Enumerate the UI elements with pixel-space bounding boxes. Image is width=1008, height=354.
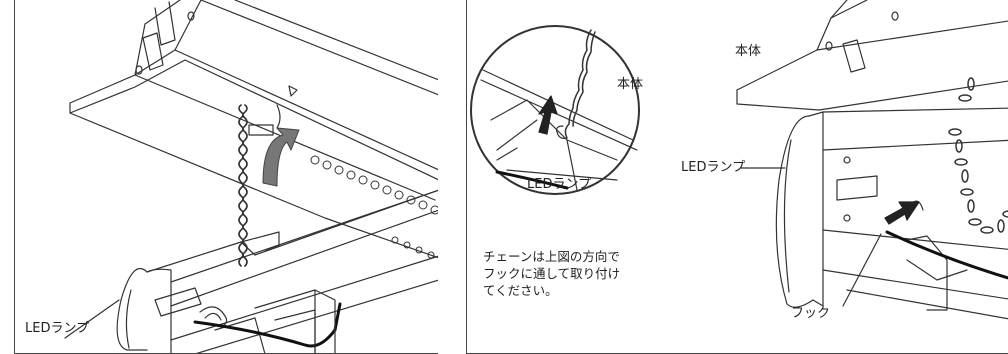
left-fixture-drawing	[64, 0, 438, 354]
led-lamp-label-inset: LEDランプ	[527, 177, 592, 192]
body-label-inset: 本体	[617, 77, 644, 92]
led-lamp-label-right: LEDランプ	[681, 160, 746, 175]
note-line: チェーンは上図の方向で	[483, 249, 620, 264]
body-label-top: 本体	[735, 44, 762, 59]
hook-label: フック	[791, 306, 831, 321]
note-line: フックに通して取り付け	[483, 266, 621, 281]
led-lamp-label-left: LEDランプ	[25, 321, 90, 336]
right-fixture-drawing	[470, 0, 1008, 320]
note-line: てください。	[483, 283, 558, 298]
installation-note: チェーンは上図の方向で フックに通して取り付け てください。	[483, 248, 620, 299]
left-illustration-panel: LEDランプ	[14, 0, 438, 354]
right-illustration-panel: 本体 本体 LEDランプ LEDランプ フック チェーンは上図の方向で フックに…	[466, 0, 1008, 354]
